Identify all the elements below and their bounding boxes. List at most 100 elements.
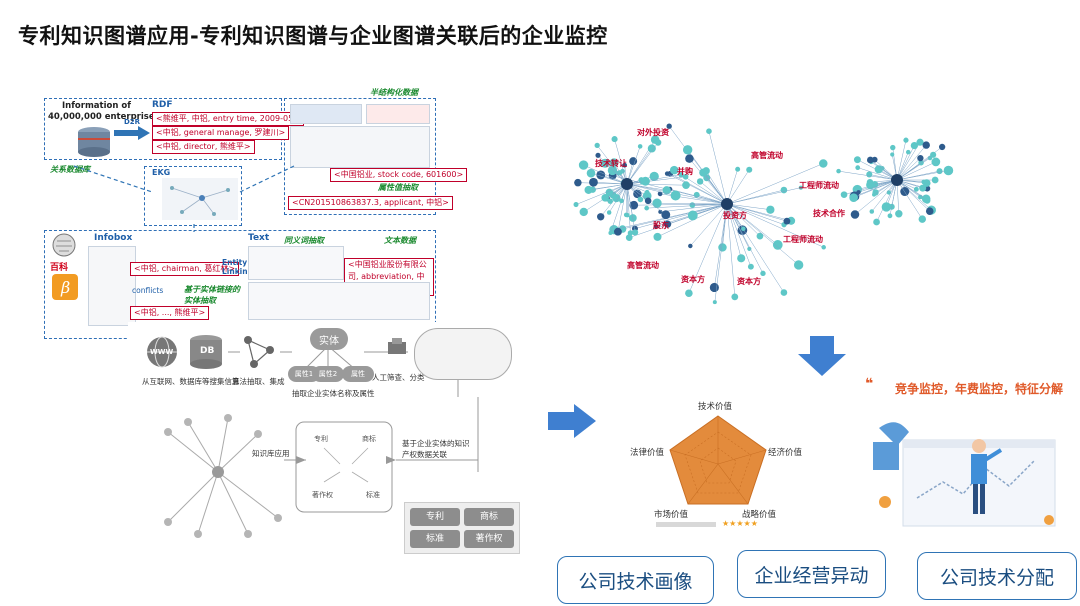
semi-structured-label: 半结构化数据 [370, 88, 418, 97]
graph-node [600, 158, 610, 168]
attribute-node: 属性2 [312, 366, 344, 382]
graph-node [900, 187, 910, 197]
graph-edge [703, 172, 728, 205]
d2r-arrow-icon [114, 126, 150, 140]
graph-label: 工程师流动 [799, 181, 839, 190]
graph-edge [876, 179, 898, 223]
ekg-label: EKG [152, 168, 171, 177]
graph-node [640, 176, 650, 186]
graph-edge [596, 145, 628, 185]
radar-label: 法律价值 [630, 448, 665, 458]
graph-label: 技术转让 [595, 159, 627, 168]
graph-node [922, 141, 930, 149]
graph-node [931, 157, 941, 167]
graph-edge [583, 164, 628, 185]
graph-edge [689, 158, 728, 205]
semi-tag: <CN201510863837.3, applicant, 中铝> [288, 196, 453, 210]
graph-node [633, 189, 642, 199]
graph-edge [889, 179, 898, 216]
text-tag: <中铝, ..., 熊维平> [130, 306, 210, 320]
baidu-logo: 百科 [50, 263, 69, 273]
graph-node [573, 202, 579, 208]
graph-edge [634, 203, 728, 229]
graph-node [629, 157, 638, 166]
graph-node [625, 234, 633, 241]
graph-hub-node [721, 198, 733, 210]
graph-edge [617, 183, 628, 232]
graph-node [887, 213, 893, 219]
rating-stars: ★★★★★ [722, 519, 758, 528]
company-tech-profile-button[interactable]: 公司技术画像 [557, 556, 714, 604]
ip-box: 商标 [464, 508, 514, 526]
graph-edge [838, 170, 898, 181]
semi-structured-group [284, 98, 436, 215]
graph-node [647, 144, 656, 153]
quote-icon: ❝ [865, 376, 874, 392]
graph-node [731, 293, 739, 301]
rel-db-label: 关系数据库 [50, 165, 90, 174]
graph-edge [726, 203, 764, 274]
graph-node [780, 289, 788, 296]
graph-edge [726, 203, 742, 259]
company-tech-distribution-button[interactable]: 公司技术分配 [917, 552, 1077, 600]
graph-node [760, 270, 766, 277]
graph-edge [657, 202, 728, 205]
text-tag: <中铝, chairman, 葛红林> [130, 262, 240, 276]
graph-node [687, 210, 698, 221]
graph-node [682, 145, 693, 155]
graph-node [622, 162, 628, 168]
graph-node [939, 143, 946, 151]
graph-node [856, 190, 861, 195]
graph-node [611, 136, 618, 143]
graph-node [756, 232, 764, 240]
graph-edge [726, 203, 785, 225]
graph-node [637, 196, 644, 203]
graph-edge [726, 169, 738, 205]
graph-node [596, 170, 606, 180]
graph-edge [688, 203, 728, 294]
baike-logo-icon: β [52, 274, 78, 300]
entity-node: 实体 [310, 328, 348, 350]
graph-node [921, 194, 931, 204]
graph-node [741, 226, 746, 231]
graph-edge [726, 203, 736, 297]
enterprise-network-graph: 对外投资 技术转让 并购 高管流动 工程师流动 技术合作 投资方 股东 高管流动… [537, 74, 962, 338]
graph-node [595, 152, 601, 158]
text-screenshot [248, 246, 344, 280]
synonym-label: 同义词抽取 [284, 236, 324, 245]
graph-node [601, 194, 609, 202]
graph-edge [575, 183, 628, 205]
graph-node [874, 165, 883, 174]
graph-label: 技术合作 [813, 209, 845, 218]
graph-edge [896, 140, 907, 181]
graph-edge [714, 203, 728, 288]
business-anomaly-button[interactable]: 企业经营异动 [737, 550, 886, 598]
graph-node [746, 166, 753, 173]
graph-node [925, 207, 934, 215]
ekg-group [144, 166, 242, 226]
ip-box: 标准 [410, 530, 460, 548]
graph-node [625, 213, 630, 218]
graph-node [918, 215, 927, 223]
graph-node [578, 160, 589, 170]
graph-node [735, 166, 741, 172]
graph-node [696, 178, 704, 185]
graph-edge [858, 179, 898, 193]
graph-node [685, 154, 694, 163]
graph-edge [896, 144, 927, 181]
graph-node [670, 190, 681, 201]
graph-node [819, 159, 828, 168]
graph-edge [705, 170, 728, 205]
graph-node [869, 209, 875, 214]
db-cylinder-icon [190, 335, 222, 369]
graph-node [662, 186, 671, 195]
graph-node [663, 220, 672, 228]
graph-node [606, 210, 612, 215]
graph-label: 工程师流动 [783, 235, 823, 244]
graph-edge [657, 203, 728, 238]
graph-node [644, 197, 652, 205]
graph-edge [853, 179, 898, 198]
graph-edge [626, 183, 687, 186]
graph-node [890, 152, 895, 157]
graph-edge [726, 203, 761, 237]
